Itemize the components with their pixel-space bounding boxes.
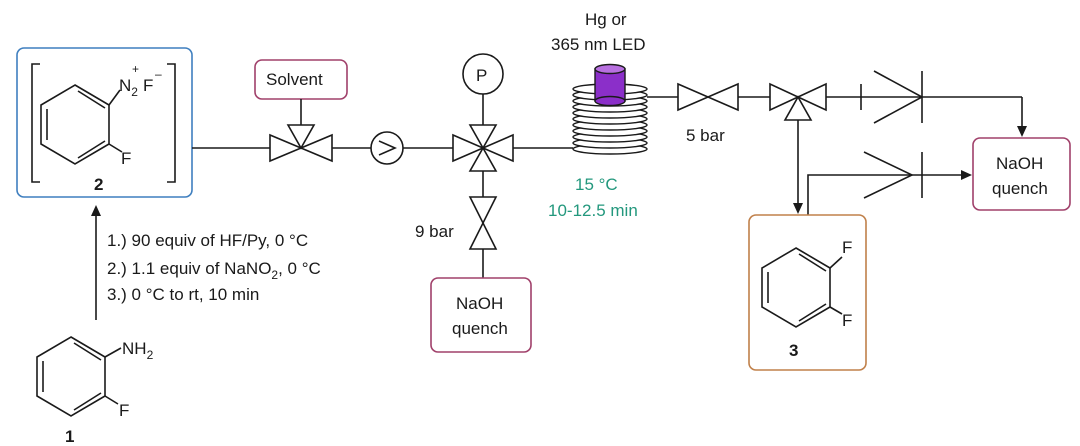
pressure-gauge: P	[462, 53, 504, 125]
svg-text:2.) 1.1 equiv of NaNO2, 0 °C: 2.) 1.1 equiv of NaNO2, 0 °C	[107, 259, 321, 282]
fluoro-label-3a: F	[842, 238, 852, 257]
pressure-gauge-label: P	[476, 66, 487, 85]
cross-valve	[452, 124, 514, 172]
condition-step-2: 2.) 1.1 equiv of NaNO	[107, 259, 271, 278]
quench-bottom-line2: quench	[452, 319, 508, 338]
quench-inlet-arrow-head	[961, 170, 972, 180]
lamp-icon	[594, 63, 626, 107]
fluoro-label-2: F	[121, 149, 131, 168]
diazonium-salt-box: N2 + F – F 2	[16, 47, 193, 198]
reaction-arrow	[91, 205, 101, 320]
benzene-ring-2	[40, 84, 110, 165]
benzene-ring-3	[761, 247, 831, 328]
distribution-valve	[769, 82, 827, 121]
diazonium-group-label: N	[119, 76, 131, 95]
condition-step-2-subscript: 2	[271, 268, 278, 282]
fluoro-label-3b: F	[842, 311, 852, 330]
condition-step-2-tail: , 0 °C	[278, 259, 321, 278]
coil-reactor	[572, 83, 648, 155]
diazonium-charge: +	[132, 62, 139, 76]
reactor-temperature: 15 °C	[575, 175, 618, 194]
check-valve-top	[860, 70, 924, 124]
svg-text:NH2: NH2	[122, 339, 154, 362]
svg-text:N2: N2	[119, 76, 138, 99]
quench-box-right	[972, 137, 1071, 211]
check-valve-bottom	[863, 151, 923, 199]
condition-step-3: 3.) 0 °C to rt, 10 min	[107, 285, 259, 304]
product-arrow-head	[793, 203, 803, 214]
fluoro-label-1: F	[119, 401, 129, 420]
light-source-line2: 365 nm LED	[551, 35, 646, 54]
quench-right-line1: NaOH	[996, 154, 1043, 173]
starting-material-1: NH2 F 1	[36, 336, 154, 446]
pressure-label-9bar: 9 bar	[415, 222, 454, 241]
amine-group-label: NH	[122, 339, 147, 358]
product-box-frame	[748, 214, 867, 371]
counter-ion-charge: –	[155, 67, 162, 81]
residence-time: 10-12.5 min	[548, 201, 638, 220]
right-bracket	[167, 63, 176, 183]
compound-number-2: 2	[94, 175, 103, 194]
solvent-label: Solvent	[266, 70, 323, 89]
amine-subscript: 2	[147, 348, 154, 362]
diazonium-subscript: 2	[131, 85, 138, 99]
quench-right-line2: quench	[992, 179, 1048, 198]
quench-box-bottom	[430, 277, 532, 353]
backpressure-valve-5bar	[677, 82, 739, 112]
condition-step-1: 1.) 90 equiv of HF/Py, 0 °C	[107, 231, 308, 250]
product-box: F F 3	[748, 214, 867, 371]
product-outlet-line	[807, 174, 962, 215]
quench-bottom-line1: NaOH	[456, 294, 503, 313]
pump-icon	[370, 131, 404, 165]
compound-number-1: 1	[65, 427, 74, 446]
left-bracket	[31, 63, 40, 183]
pressure-label-5bar: 5 bar	[686, 126, 725, 145]
backpressure-valve-9bar	[468, 196, 498, 250]
compound-number-3: 3	[789, 341, 798, 360]
benzene-ring-1	[36, 336, 106, 417]
counter-ion-label: F	[143, 76, 153, 95]
solvent-mixing-valve	[269, 124, 333, 163]
light-source-line1: Hg or	[585, 10, 627, 29]
diazonium-box-frame	[16, 47, 193, 198]
quench-right-arrow-head	[1017, 126, 1027, 137]
